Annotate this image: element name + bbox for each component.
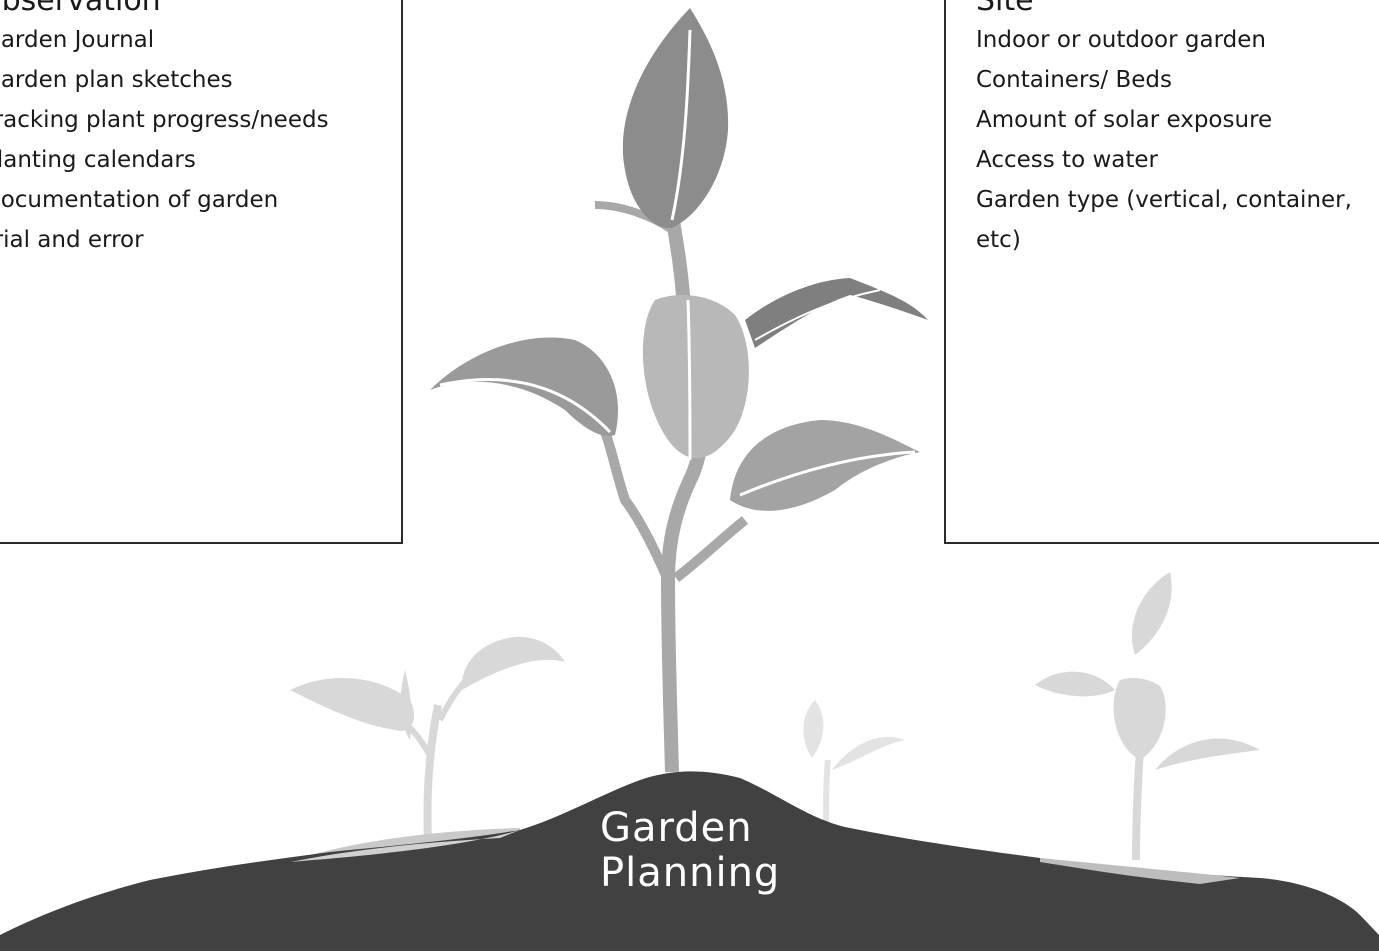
list-item: Indoor or outdoor garden	[976, 27, 1266, 53]
faded-plant-mid	[803, 700, 905, 831]
soil-highlight	[290, 830, 520, 862]
list-item: Documentation of garden	[0, 187, 279, 213]
list-item: Containers/ Beds	[976, 67, 1172, 93]
garden-planning-label: Garden Planning	[600, 806, 780, 896]
main-plant	[430, 8, 928, 773]
center-label-line1: Garden	[600, 805, 753, 851]
site-title: Site	[976, 0, 1034, 18]
faded-plant-left	[290, 636, 565, 841]
center-label-line2: Planning	[600, 850, 781, 896]
list-item: Amount of solar exposure	[976, 107, 1273, 133]
list-item: Tracking plant progress/needs	[0, 107, 329, 133]
site-panel: Site Indoor or outdoor garden Containers…	[944, 0, 1379, 544]
list-item: Access to water	[976, 147, 1158, 173]
site-list: Indoor or outdoor garden Containers/ Bed…	[976, 20, 1356, 260]
list-item: Trial and error	[0, 227, 144, 253]
observation-list: Garden Journal Garden plan sketches Trac…	[0, 20, 329, 260]
list-item: Garden Journal	[0, 27, 155, 53]
list-item: Garden type (vertical, container, etc)	[976, 187, 1352, 253]
list-item: Planting calendars	[0, 147, 196, 173]
list-item: Garden plan sketches	[0, 67, 233, 93]
soil-mound	[0, 771, 1379, 951]
observation-panel: Observation Garden Journal Garden plan s…	[0, 0, 403, 544]
faded-plant-right	[1035, 572, 1260, 885]
soil-highlight-right	[1040, 858, 1240, 884]
observation-title: Observation	[0, 0, 161, 18]
